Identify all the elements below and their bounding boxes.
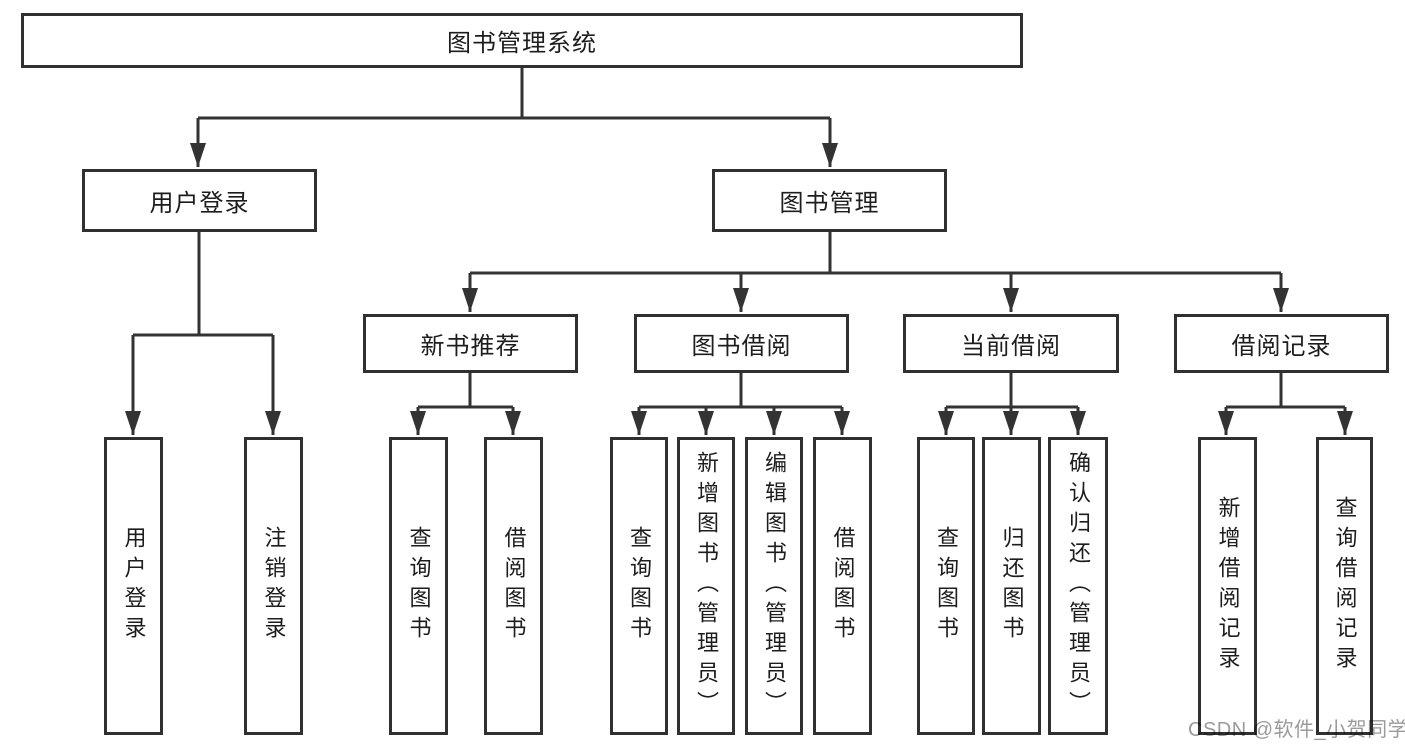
node-confirm-return-admin: 确认归还（管理员）	[1048, 437, 1108, 735]
node-add-books-admin-label: 新增图书（管理员）	[694, 451, 719, 721]
node-borrow-borrow-books: 借阅图书	[813, 437, 872, 735]
node-add-borrow-record-label: 新增借阅记录	[1215, 496, 1241, 676]
node-book-management-label: 图书管理	[779, 190, 880, 217]
node-return-books: 归还图书	[982, 437, 1041, 735]
node-recommend-query-books-label: 查询图书	[406, 526, 432, 646]
node-recommend-borrow-books: 借阅图书	[484, 437, 543, 735]
connector-new-book-recommend-branch	[418, 373, 513, 409]
node-current-borrow: 当前借阅	[903, 314, 1119, 373]
node-logout: 注销登录	[244, 437, 303, 735]
node-confirm-return-admin-label: 确认归还（管理员）	[1066, 451, 1091, 721]
csdn-watermark: CSDN @软件_小贺同学	[1188, 719, 1405, 741]
node-add-borrow-record: 新增借阅记录	[1198, 437, 1257, 735]
node-edit-books-admin: 编辑图书（管理员）	[745, 437, 803, 735]
node-recommend-borrow-books-label: 借阅图书	[501, 526, 527, 646]
node-logout-label: 注销登录	[261, 526, 287, 646]
node-current-query-books: 查询图书	[917, 437, 975, 735]
node-book-borrow-label: 图书借阅	[691, 333, 792, 360]
connector-borrow-records-branch	[1226, 373, 1345, 409]
connector-root-to-level2	[198, 68, 830, 120]
node-borrow-borrow-books-label: 借阅图书	[830, 526, 856, 646]
node-current-borrow-label: 当前借阅	[961, 333, 1061, 360]
node-current-query-books-label: 查询图书	[934, 526, 959, 646]
node-return-books-label: 归还图书	[999, 526, 1025, 646]
node-user-login-action: 用户登录	[104, 437, 163, 735]
node-borrow-query-books-label: 查询图书	[627, 526, 652, 646]
node-book-management: 图书管理	[712, 169, 947, 232]
connector-book-borrow-branch	[639, 373, 842, 409]
connector-current-borrow-branch	[946, 373, 1078, 409]
node-system-root-label: 图书管理系统	[447, 30, 597, 57]
node-borrow-records: 借阅记录	[1174, 314, 1389, 373]
node-system-root: 图书管理系统	[21, 13, 1023, 68]
node-user-login: 用户登录	[82, 169, 317, 232]
node-book-borrow: 图书借阅	[634, 314, 849, 373]
node-new-book-recommend: 新书推荐	[363, 314, 578, 373]
node-new-book-recommend-label: 新书推荐	[420, 333, 521, 360]
node-add-books-admin: 新增图书（管理员）	[677, 437, 735, 735]
node-user-login-label: 用户登录	[149, 190, 250, 217]
node-recommend-query-books: 查询图书	[389, 437, 448, 735]
node-borrow-query-books: 查询图书	[610, 437, 668, 735]
node-edit-books-admin-label: 编辑图书（管理员）	[762, 451, 787, 721]
connector-book-management-branch	[470, 232, 1281, 275]
node-query-borrow-record: 查询借阅记录	[1316, 437, 1373, 735]
node-borrow-records-label: 借阅记录	[1231, 333, 1332, 360]
node-user-login-action-label: 用户登录	[121, 526, 147, 646]
node-query-borrow-record-label: 查询借阅记录	[1332, 496, 1358, 676]
connector-user-login-branch	[133, 232, 273, 337]
